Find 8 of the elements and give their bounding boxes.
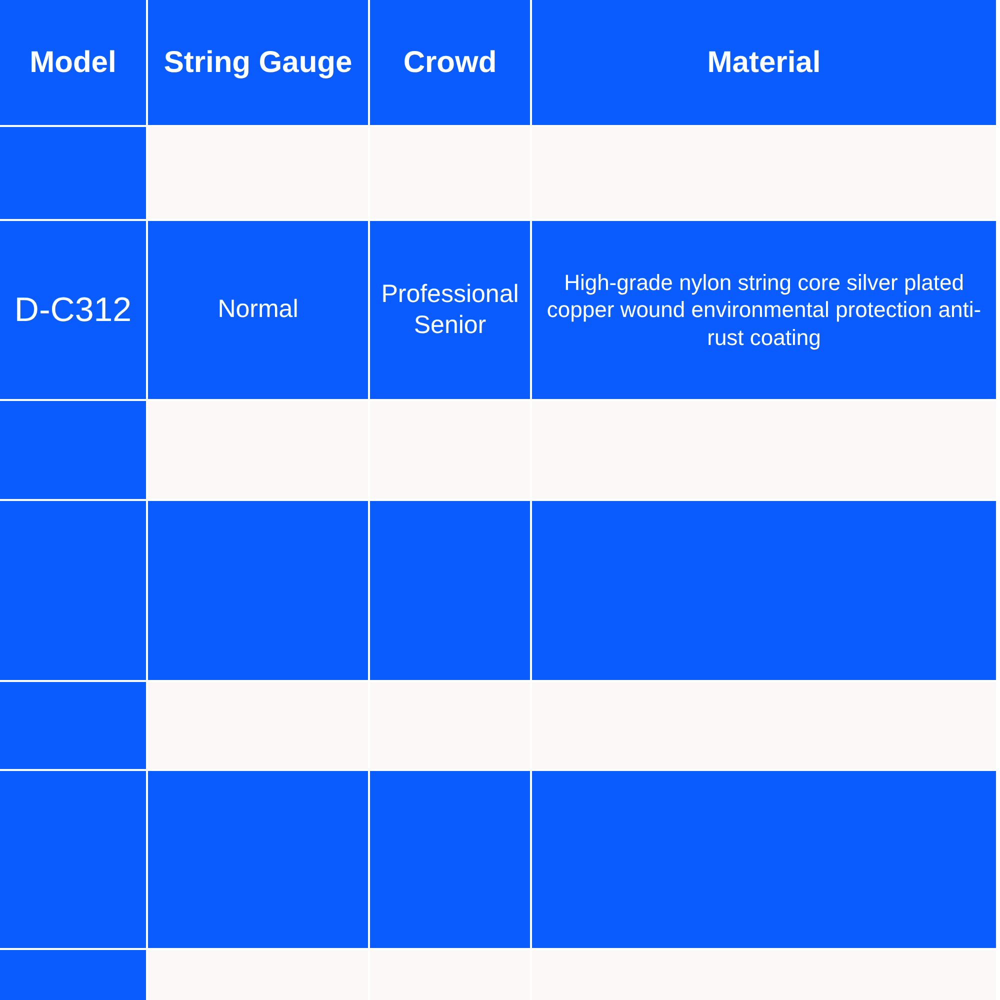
table-cell: D-C312 — [0, 221, 146, 399]
table-header-cell: String Gauge — [148, 0, 368, 125]
table-cell: High-grade nylon string core silver plated copper wound environmental protection anti-rust coating — [532, 221, 996, 399]
table-cell: Normal — [148, 221, 368, 399]
table-header-cell: Material — [532, 0, 996, 125]
table-cell: Professional Senior — [370, 221, 530, 399]
table-header-cell: Model — [0, 0, 146, 125]
table-header-cell: Crowd — [370, 0, 530, 125]
